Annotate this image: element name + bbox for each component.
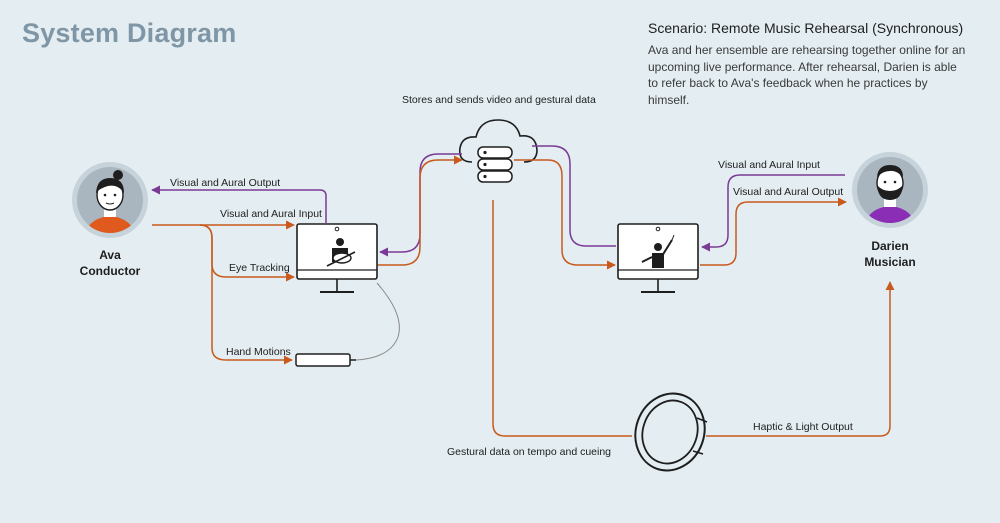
ava-label: Ava Conductor	[55, 247, 165, 279]
ava-monitor-icon	[296, 223, 378, 293]
eye-tracking-label: Eye Tracking	[229, 262, 290, 274]
scenario-description: Ava and her ensemble are rehearsing toge…	[648, 43, 966, 107]
page-title: System Diagram	[22, 18, 237, 48]
darien-monitor-icon	[617, 223, 699, 293]
darien-role: Musician	[864, 255, 916, 269]
cloud-label: Stores and sends video and gestural data	[402, 94, 596, 106]
ava-role: Conductor	[79, 264, 141, 278]
sensor-cable	[355, 282, 400, 361]
darien-avatar	[852, 152, 928, 228]
cloud-database-icon	[458, 119, 538, 183]
gestural-data-label: Gestural data on tempo and cueing	[447, 446, 612, 458]
darien-input-label: Visual and Aural Input	[718, 159, 820, 171]
hand-motion-sensor-icon	[295, 353, 356, 367]
orange-input-flows	[152, 155, 895, 437]
ava-output-label: Visual and Aural Output	[170, 177, 281, 189]
darien-output-label: Visual and Aural Output	[733, 186, 844, 198]
ava-name: Ava	[99, 248, 121, 262]
haptic-ring-icon	[634, 392, 708, 472]
hand-motions-label: Hand Motions	[226, 346, 291, 358]
darien-name: Darien	[871, 239, 909, 253]
haptic-output-label: Haptic & Light Output	[753, 421, 853, 433]
scenario-title: Scenario: Remote Music Rehearsal (Synchr…	[648, 20, 964, 36]
ava-input-label: Visual and Aural Input	[220, 208, 322, 220]
darien-label: Darien Musician	[835, 238, 945, 270]
ava-avatar	[72, 162, 148, 238]
